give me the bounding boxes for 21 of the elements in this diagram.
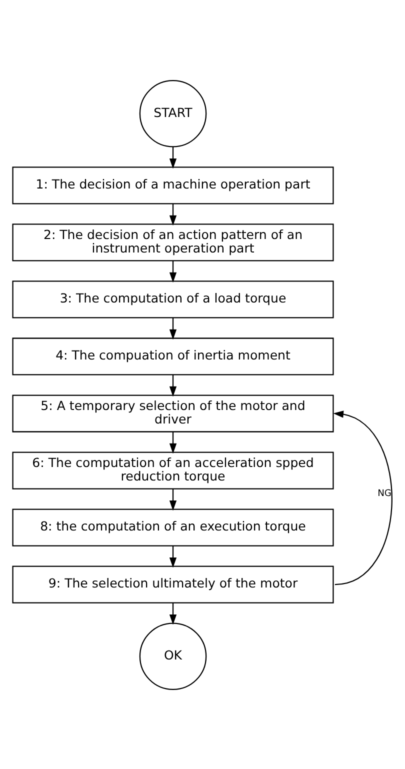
node-box: 3: The computation of a load torque <box>12 280 334 318</box>
node-box: 4: The compuation of inertia moment <box>12 337 334 375</box>
arrow <box>169 317 177 340</box>
node-box: 1: The decision of a machine operation part <box>12 166 334 204</box>
edge-label: NG <box>378 488 392 498</box>
node-box: 6: The computation of an acceleration spped reduction torque <box>12 451 334 489</box>
arrow <box>169 431 177 454</box>
node-box: 9: The selection ultimately of the motor <box>12 565 334 603</box>
arrow <box>169 374 177 396</box>
node-box: 5: A temporary selection of the motor and driver <box>12 394 334 432</box>
arrow <box>169 203 177 226</box>
arrow <box>169 260 177 282</box>
arrow <box>169 602 177 624</box>
arrow <box>169 146 177 168</box>
node-box: 8: the computation of an execution torque <box>12 508 334 546</box>
arrow <box>169 488 177 510</box>
arrow <box>169 546 177 568</box>
node-box: 2: The decision of an action pattern of an instrument operation part <box>12 223 334 261</box>
arrow <box>333 410 392 585</box>
node-circle: OK <box>139 622 207 690</box>
node-circle: START <box>139 80 207 147</box>
